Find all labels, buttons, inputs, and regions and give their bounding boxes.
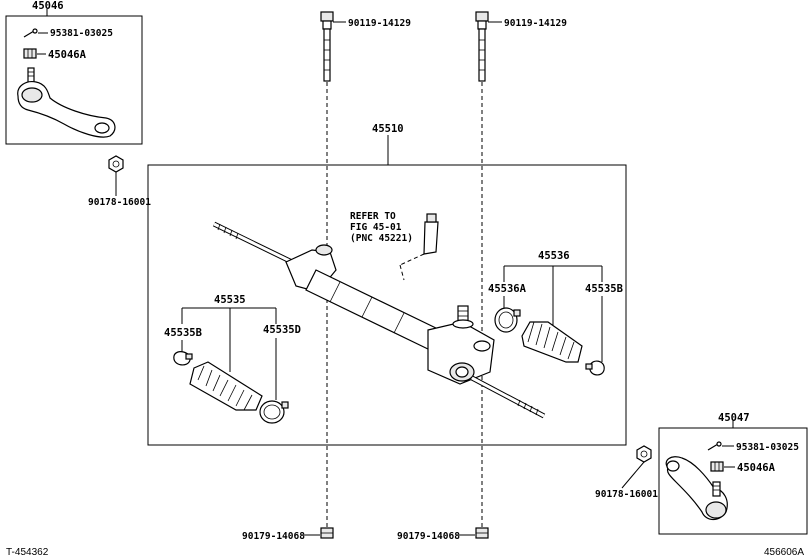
figure-code: 456606A <box>764 547 804 558</box>
reference-line-3: (PNC 45221) <box>350 233 413 244</box>
label-boot-kit-right: 45536 <box>538 250 570 262</box>
nut-left-icon <box>108 155 124 173</box>
label-boot-kit-left: 45535 <box>214 294 246 306</box>
label-clamp-right-a: 45536A <box>488 283 527 295</box>
reference-line-2: FIG 45-01 <box>350 222 402 233</box>
boot-left-icon <box>189 361 263 411</box>
label-clamp-right-b: 45535B <box>585 283 623 295</box>
clamp-left-small-icon <box>173 351 193 366</box>
label-bolt-right: 90119-14129 <box>504 18 567 29</box>
label-clamp-left-b: 45535B <box>164 327 202 339</box>
main-assembly-frame <box>147 164 627 446</box>
castle-nut-right-icon <box>710 461 724 472</box>
label-nut-bottom-right: 90179-14068 <box>397 531 460 542</box>
steering-rack-icon <box>212 221 546 419</box>
label-bolt-left: 90119-14129 <box>348 18 411 29</box>
label-cotter-pin-left: 95381-03025 <box>50 28 113 39</box>
label-tie-rod-end-left: 45046 <box>32 0 64 12</box>
tie-rod-end-right-icon <box>665 456 728 521</box>
reference-line-1: REFER TO <box>350 211 396 222</box>
label-tie-rod-end-right: 45047 <box>718 412 750 424</box>
nut-bottom-left-icon <box>320 527 334 539</box>
clamp-right-large-icon <box>494 307 521 333</box>
title-code: T-454362 <box>6 547 49 558</box>
nut-bottom-right-icon <box>475 527 489 539</box>
label-main-assembly: 45510 <box>372 123 404 135</box>
clamp-right-small-icon <box>585 360 605 376</box>
label-nut-right: 90178-16001 <box>595 489 658 500</box>
cotter-pin-right-icon <box>707 441 722 451</box>
bolt-right-icon <box>475 11 489 82</box>
label-nut-left: 90178-16001 <box>88 197 151 208</box>
label-castle-nut-right: 45046A <box>737 462 776 474</box>
boot-right-icon <box>521 321 583 363</box>
nut-right-icon <box>636 445 652 463</box>
label-nut-bottom-left: 90179-14068 <box>242 531 305 542</box>
tie-rod-end-left-box <box>5 15 143 145</box>
tie-rod-end-left-icon <box>17 67 116 138</box>
clamp-left-large-icon <box>259 400 289 424</box>
bolt-left-icon <box>320 11 334 82</box>
castle-nut-left-icon <box>23 48 37 59</box>
label-castle-nut-left: 45046A <box>48 49 87 61</box>
cotter-pin-left-icon <box>23 28 38 38</box>
label-clamp-left-d: 45535D <box>263 324 301 336</box>
shaft-coupling-icon <box>423 213 439 255</box>
label-cotter-pin-right: 95381-03025 <box>736 442 799 453</box>
